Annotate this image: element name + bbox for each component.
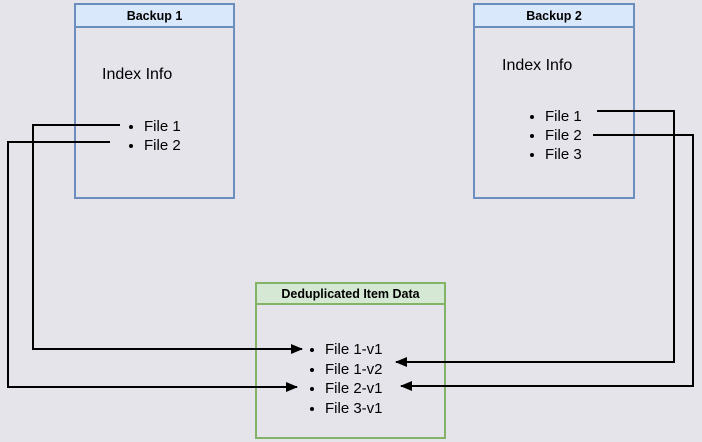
backup2-title: Backup 2 xyxy=(475,5,633,28)
backup1-box: Backup 1 Index Info File 1 File 2 xyxy=(74,3,235,199)
backup1-file-1: File 1 xyxy=(144,117,181,136)
backup1-file-list: File 1 File 2 xyxy=(126,117,181,155)
dedup-box: Deduplicated Item Data File 1-v1 File 1-… xyxy=(255,282,446,439)
backup2-file-list: File 1 File 2 File 3 xyxy=(527,107,582,164)
dedup-file-2-v1: File 2-v1 xyxy=(325,379,383,399)
dedup-file-3-v1: File 3-v1 xyxy=(325,399,383,419)
backup2-box: Backup 2 Index Info File 1 File 2 File 3 xyxy=(473,3,635,199)
backup2-file-1: File 1 xyxy=(545,107,582,126)
backup1-file-2: File 2 xyxy=(144,136,181,155)
dedup-file-1-v2: File 1-v2 xyxy=(325,360,383,380)
backup2-index-info-label: Index Info xyxy=(502,57,573,74)
dedup-file-list: File 1-v1 File 1-v2 File 2-v1 File 3-v1 xyxy=(307,340,383,418)
backup2-file-2: File 2 xyxy=(545,126,582,145)
backup2-file-3: File 3 xyxy=(545,145,582,164)
dedup-title: Deduplicated Item Data xyxy=(257,284,444,305)
backup1-title: Backup 1 xyxy=(76,5,233,28)
backup1-index-info-label: Index Info xyxy=(102,66,173,83)
dedup-file-1-v1: File 1-v1 xyxy=(325,340,383,360)
